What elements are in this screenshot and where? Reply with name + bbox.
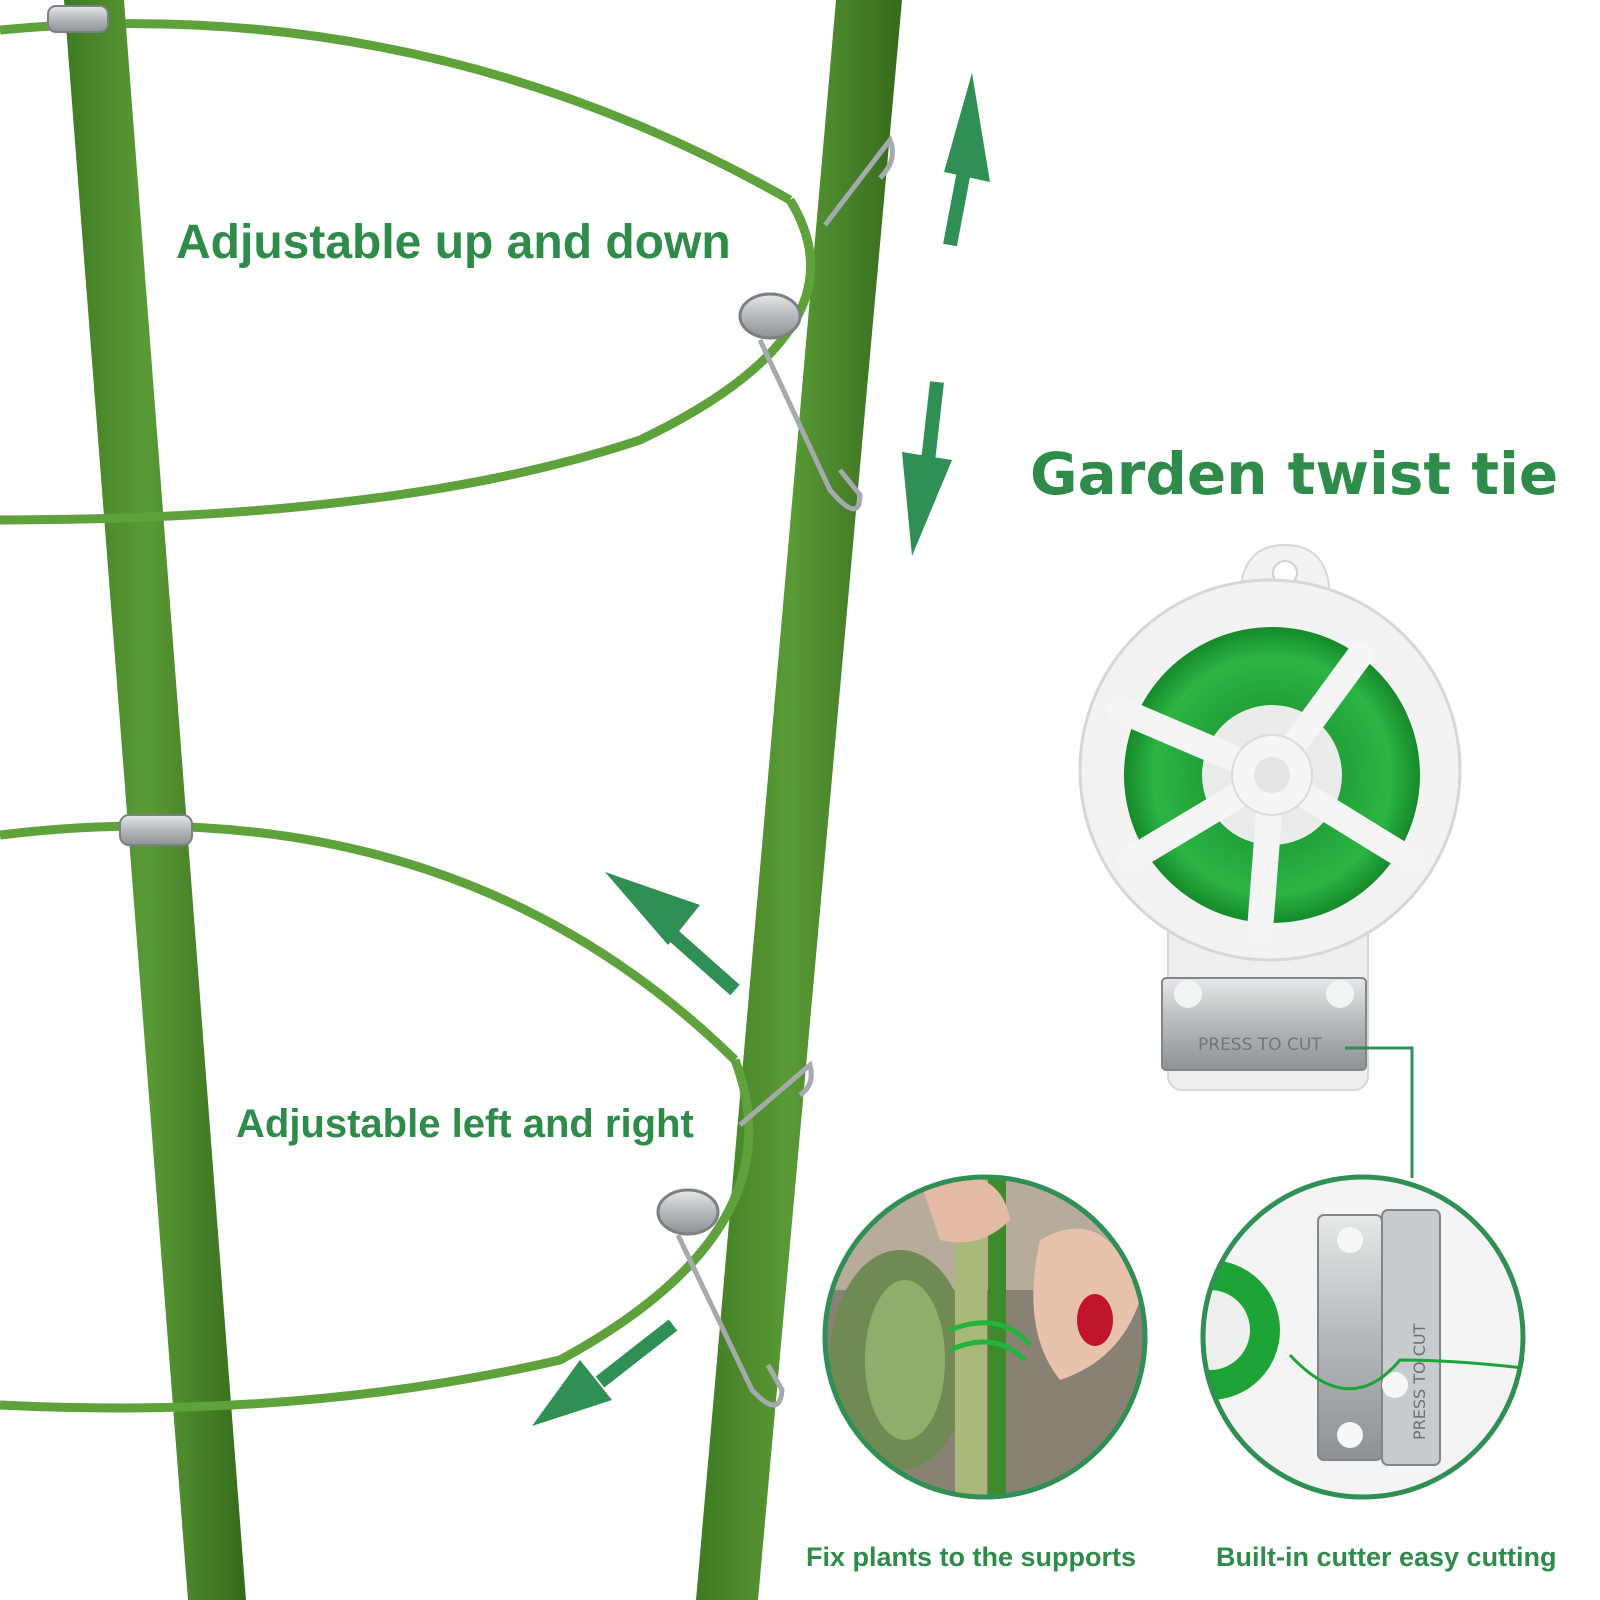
adjustable-left-right-label: Adjustable left and right	[236, 1102, 694, 1146]
left-stake	[64, 0, 246, 1600]
caption-fix-plants: Fix plants to the supports	[806, 1542, 1137, 1572]
callout-tying-plant	[822, 1174, 1148, 1500]
ring-clip-bottom	[656, 1060, 814, 1408]
plant-support-cage	[0, 0, 902, 1600]
cutter-engraving: PRESS TO CUT	[1198, 1035, 1322, 1055]
right-stake	[696, 0, 902, 1600]
arrow-down-icon	[902, 381, 952, 556]
cutter-blade	[1161, 977, 1367, 1071]
twist-tie-spool: PRESS TO CUT	[1078, 543, 1462, 1091]
caption-built-in-cutter: Built-in cutter easy cutting	[1216, 1542, 1557, 1572]
ring-clip-top	[738, 134, 895, 512]
adjustable-up-down-label: Adjustable up and down	[176, 216, 731, 269]
ring-bottom-back	[0, 821, 739, 1064]
ring-top-front	[0, 197, 816, 525]
callout-connector	[1345, 1046, 1414, 1178]
arrow-down-left-icon	[532, 1319, 678, 1426]
callout-cutter-detail: PRESS TO CUT	[1200, 1174, 1526, 1500]
spring-clip	[47, 5, 109, 33]
arrow-up-icon	[943, 73, 990, 247]
spring-clip	[119, 814, 193, 846]
arrow-up-left-icon	[605, 872, 740, 996]
garden-twist-tie-heading: Garden twist tie	[1030, 440, 1559, 508]
svg-text:PRESS TO CUT: PRESS TO CUT	[1410, 1323, 1429, 1440]
ring-bottom-front	[0, 1058, 754, 1413]
